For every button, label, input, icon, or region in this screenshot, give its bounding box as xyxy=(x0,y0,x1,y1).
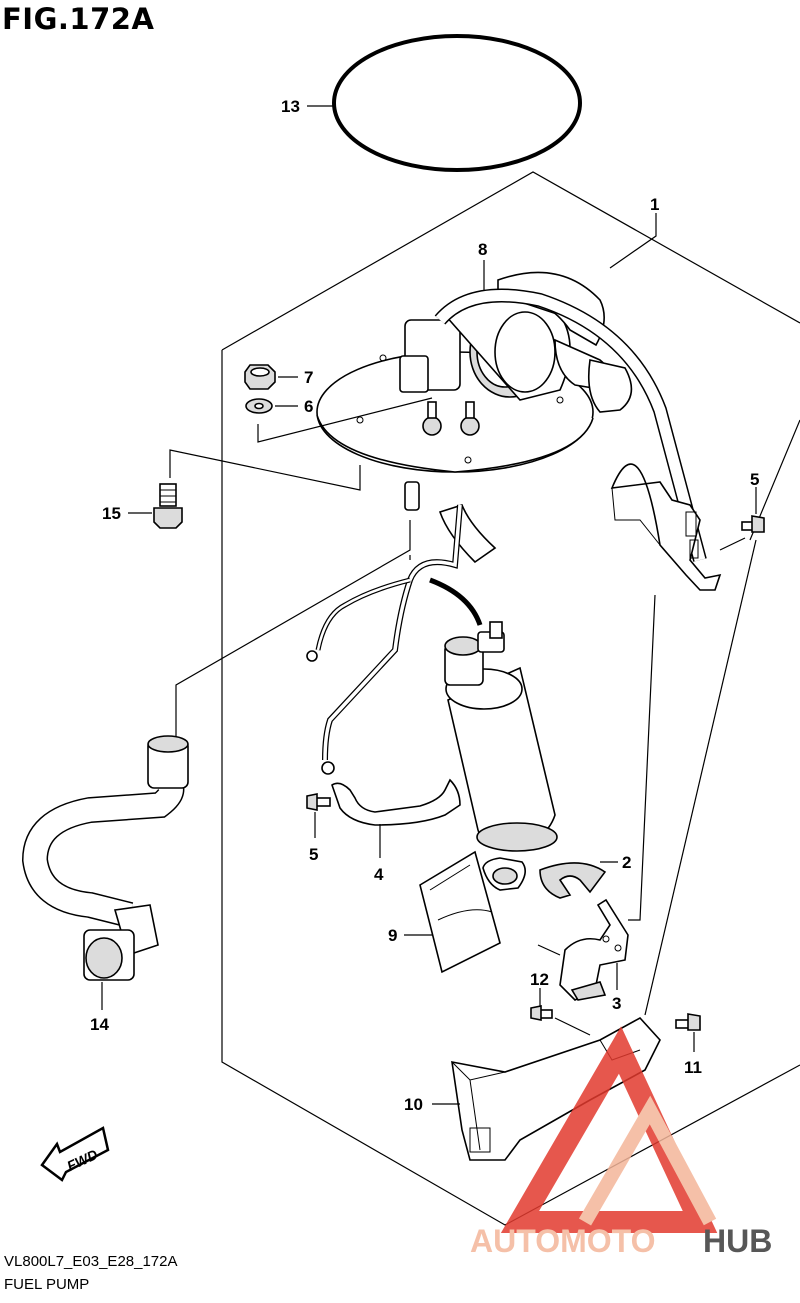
hose-14 xyxy=(21,735,189,981)
bracket-3 xyxy=(559,898,629,1001)
callout-10: 10 xyxy=(404,1095,423,1114)
callout-4: 4 xyxy=(374,865,384,884)
watermark-text-accent: HUB xyxy=(703,1223,772,1259)
wire-harness xyxy=(322,504,463,761)
support-bracket xyxy=(610,463,722,591)
screw-12 xyxy=(530,1005,553,1021)
callout-12: 12 xyxy=(530,970,549,989)
callout-2: 2 xyxy=(622,853,631,872)
figure-name: FUEL PUMP xyxy=(4,1276,90,1293)
leader-14-upper xyxy=(175,520,411,740)
callout-14: 14 xyxy=(90,1015,109,1034)
callout-9: 9 xyxy=(388,926,397,945)
callout-8: 8 xyxy=(478,240,487,259)
fwd-arrow-icon: FWD xyxy=(40,1126,110,1182)
callout-6: 6 xyxy=(304,397,313,416)
screw-5-upper xyxy=(741,515,765,533)
bolt-15 xyxy=(153,483,183,529)
watermark-text-main: AUTOMOTO xyxy=(470,1223,655,1259)
nut-7 xyxy=(244,364,276,390)
o-ring xyxy=(332,34,582,172)
callout-5-lower: 5 xyxy=(309,845,318,864)
clamp-4 xyxy=(331,778,461,826)
leader-15-plate xyxy=(169,449,361,491)
fuel-filter-9 xyxy=(419,850,526,974)
figure-code: VL800L7_E03_E28_172A xyxy=(4,1253,178,1270)
return-tube xyxy=(438,504,497,564)
callout-3: 3 xyxy=(612,994,621,1013)
callout-7: 7 xyxy=(304,368,313,387)
leader-1 xyxy=(609,213,657,269)
screw-11 xyxy=(675,1013,701,1031)
callout-13: 13 xyxy=(281,97,300,116)
fuel-pump-motor xyxy=(444,621,558,852)
callout-1: 1 xyxy=(650,195,659,214)
figure-title: FIG.172A xyxy=(2,2,155,36)
callout-5-upper: 5 xyxy=(750,470,759,489)
screw-5-lower xyxy=(306,793,331,811)
callout-15: 15 xyxy=(102,504,121,523)
automotohub-logo: AUTOMOTO HUB xyxy=(470,1026,772,1259)
callout-11: 11 xyxy=(684,1058,702,1077)
washer-6 xyxy=(245,398,273,414)
clip-2 xyxy=(539,862,607,899)
